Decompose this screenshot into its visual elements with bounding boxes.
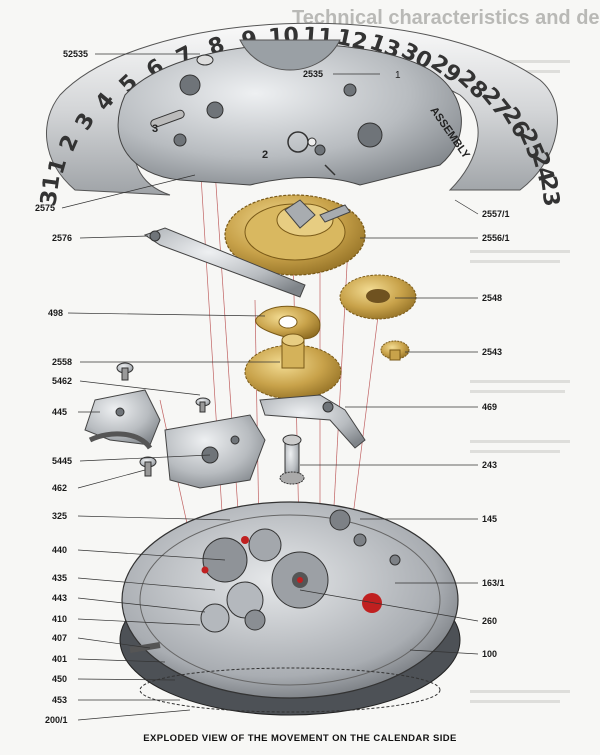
lever-469 <box>259 394 366 449</box>
label-2558: 2558 <box>52 357 72 367</box>
label-435: 435 <box>52 573 67 583</box>
label-243: 243 <box>482 460 497 470</box>
label-5462: 5462 <box>52 376 72 386</box>
screw-462 <box>139 456 157 477</box>
label-401: 401 <box>52 654 67 664</box>
label-163-1: 163/1 <box>482 578 505 588</box>
label-462: 462 <box>52 483 67 493</box>
screw-5462 <box>116 362 211 413</box>
label-453: 453 <box>52 695 67 705</box>
label-2543: 2543 <box>482 347 502 357</box>
date-number: 23 <box>535 174 564 208</box>
label-410: 410 <box>52 614 67 624</box>
label-2535: 2535 <box>303 69 323 79</box>
label-260: 260 <box>482 616 497 626</box>
label-2557: 2557/1 <box>482 209 510 219</box>
calendar-plate: ASSEMBLY 1 2 3 <box>117 39 472 186</box>
date-number: 31 <box>36 173 65 207</box>
pinion-243 <box>279 434 305 485</box>
brass-wheel-2558 <box>244 333 342 400</box>
cam-498 <box>255 305 321 340</box>
label-407: 407 <box>52 633 67 643</box>
label-2575: 2575 <box>35 203 55 213</box>
background-heading: Technical characteristics and descriptio… <box>292 7 600 29</box>
lever-445 <box>84 389 161 450</box>
label-2548: 2548 <box>482 293 502 303</box>
part-labels: 52535 2535 2575 2557/1 2576 2556/1 2548 … <box>35 49 510 725</box>
label-52535: 52535 <box>63 49 88 59</box>
label-445: 445 <box>52 407 67 417</box>
plate-mark-2: 2 <box>262 149 268 161</box>
brass-wheel-2548 <box>339 274 417 320</box>
plate-mark-3: 3 <box>152 123 158 135</box>
label-2556: 2556/1 <box>482 233 510 243</box>
label-325: 325 <box>52 511 67 521</box>
figure-caption: EXPLODED VIEW OF THE MOVEMENT ON THE CAL… <box>143 733 457 744</box>
label-498: 498 <box>48 308 63 318</box>
pinion-2543 <box>380 340 410 361</box>
lever-5445 <box>164 414 266 489</box>
leader-lines <box>61 53 479 721</box>
label-100: 100 <box>482 649 497 659</box>
label-443: 443 <box>52 593 67 603</box>
label-200-1: 200/1 <box>45 715 68 725</box>
label-469: 469 <box>482 402 497 412</box>
brass-wheel-2556 <box>224 194 366 276</box>
label-2576: 2576 <box>52 233 72 243</box>
label-450: 450 <box>52 674 67 684</box>
label-145: 145 <box>482 514 497 524</box>
label-5445: 5445 <box>52 456 72 466</box>
plate-mark-1: 1 <box>395 70 401 81</box>
date-number: 1 <box>44 156 72 178</box>
lever-2576 <box>143 227 306 298</box>
movement-base <box>119 501 461 716</box>
label-440: 440 <box>52 545 67 555</box>
